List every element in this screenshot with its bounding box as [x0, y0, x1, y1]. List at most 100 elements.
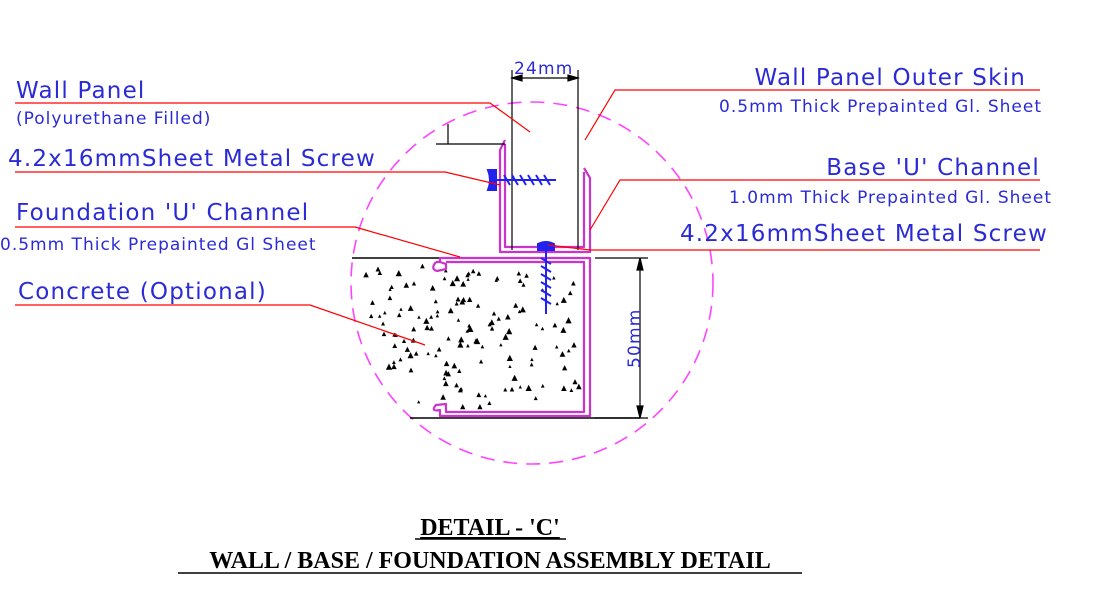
- concrete-speckle: [559, 351, 566, 357]
- dimension-24mm: [509, 70, 581, 100]
- concrete-speckle: [474, 337, 481, 345]
- concrete-speckle: [519, 306, 526, 313]
- concrete-speckle: [420, 263, 425, 269]
- concrete-speckle: [466, 326, 472, 332]
- concrete-speckle: [387, 295, 393, 301]
- concrete-speckle: [429, 325, 434, 331]
- concrete-speckle: [408, 367, 414, 373]
- concrete-speckle: [458, 336, 465, 343]
- concrete-speckle: [392, 360, 396, 364]
- concrete-speckle: [434, 353, 438, 358]
- dimension-50mm-label: 50mm: [625, 308, 645, 368]
- base-u-channel: [498, 139, 592, 254]
- concrete-speckle: [436, 346, 442, 352]
- concrete-speckle: [534, 322, 539, 327]
- foundation-channel-label: Foundation 'U' Channel: [16, 200, 309, 226]
- concrete-speckle: [489, 326, 495, 331]
- concrete-speckle: [524, 273, 529, 278]
- concrete-speckle: [480, 344, 485, 349]
- concrete-speckle: [411, 281, 417, 286]
- concrete-speckle: [454, 301, 459, 306]
- foundation-channel-sublabel: 0.5mm Thick Prepainted Gl Sheet: [0, 235, 317, 255]
- concrete-speckle: [488, 319, 495, 326]
- concrete-label: Concrete (Optional): [18, 279, 267, 305]
- concrete-speckle: [451, 362, 458, 369]
- concrete-speckle: [561, 385, 567, 391]
- concrete-speckle: [454, 275, 461, 282]
- concrete-speckle: [460, 403, 466, 410]
- concrete-speckle: [477, 403, 483, 410]
- concrete-speckle: [509, 386, 515, 392]
- concrete-speckle: [508, 364, 512, 369]
- concrete-speckle: [413, 351, 419, 356]
- concrete-speckle: [555, 301, 559, 306]
- concrete-speckle: [395, 270, 402, 277]
- concrete-speckle: [560, 296, 567, 303]
- concrete-speckle: [426, 351, 430, 356]
- concrete-speckle: [383, 310, 387, 315]
- concrete-speckle: [401, 338, 407, 344]
- wall-panel-label: Wall Panel: [16, 78, 146, 104]
- concrete-speckle: [466, 277, 470, 281]
- concrete-speckle: [567, 290, 573, 296]
- foundation-u-channel: [432, 256, 592, 418]
- concrete-speckle: [444, 268, 448, 273]
- concrete-speckle: [562, 365, 568, 371]
- concrete-speckle: [454, 382, 459, 388]
- concrete-speckle: [435, 309, 440, 314]
- concrete-speckle: [465, 272, 470, 278]
- concrete-speckle: [540, 383, 545, 388]
- concrete-speckle: [511, 374, 518, 381]
- concrete-speckle: [443, 360, 450, 367]
- concrete-speckle: [459, 387, 464, 391]
- concrete-speckle: [443, 369, 449, 376]
- concrete-speckle: [381, 331, 387, 337]
- wall-panel-sublabel: (Polyurethane Filled): [16, 109, 211, 129]
- concrete-speckle: [377, 270, 383, 276]
- concrete-speckle: [403, 282, 410, 288]
- concrete-speckle: [407, 352, 414, 359]
- concrete-speckle: [446, 336, 451, 341]
- concrete-speckle: [517, 278, 523, 283]
- concrete-speckle: [433, 299, 438, 304]
- dimension-50mm: [595, 257, 648, 419]
- concrete-speckle: [569, 388, 574, 393]
- concrete-speckle: [518, 385, 522, 389]
- concrete-speckle: [457, 341, 464, 348]
- concrete-speckle: [417, 400, 421, 404]
- concrete-speckle: [388, 287, 392, 291]
- base-channel-label: Base 'U' Channel: [826, 155, 1040, 181]
- concrete-speckle: [494, 278, 499, 282]
- concrete-speckle: [423, 317, 430, 324]
- concrete-speckle: [572, 379, 578, 385]
- concrete-speckle: [370, 300, 375, 305]
- concrete-speckle: [516, 271, 521, 276]
- concrete-speckle: [424, 324, 430, 331]
- concrete-speckle: [417, 315, 421, 319]
- concrete-speckle: [479, 359, 484, 364]
- left-screw: [486, 169, 556, 191]
- concrete-speckle: [467, 296, 473, 303]
- concrete-speckle: [476, 392, 482, 398]
- concrete-speckle: [502, 333, 509, 340]
- concrete-speckle: [440, 394, 446, 400]
- concrete-speckle: [540, 326, 545, 331]
- concrete-speckle: [363, 271, 369, 278]
- concrete-speckle: [566, 348, 571, 353]
- concrete-speckle: [411, 326, 417, 332]
- concrete-speckle: [529, 362, 534, 367]
- concrete-speckle: [375, 266, 381, 272]
- detail-title: DETAIL - 'C': [420, 515, 560, 541]
- concrete-speckle: [377, 314, 382, 318]
- concrete-speckle: [369, 313, 374, 319]
- concrete-speckle: [429, 284, 436, 291]
- left-screw-label: 4.2x16mmSheet Metal Screw: [8, 146, 376, 172]
- right-screw: [537, 241, 555, 314]
- concrete-speckle: [571, 280, 576, 286]
- concrete-speckle: [487, 400, 492, 406]
- concrete-speckle: [435, 313, 440, 318]
- concrete-speckle: [517, 309, 522, 314]
- concrete-speckle: [429, 314, 434, 319]
- detail-circle: [350, 101, 714, 465]
- concrete-speckle: [449, 280, 456, 287]
